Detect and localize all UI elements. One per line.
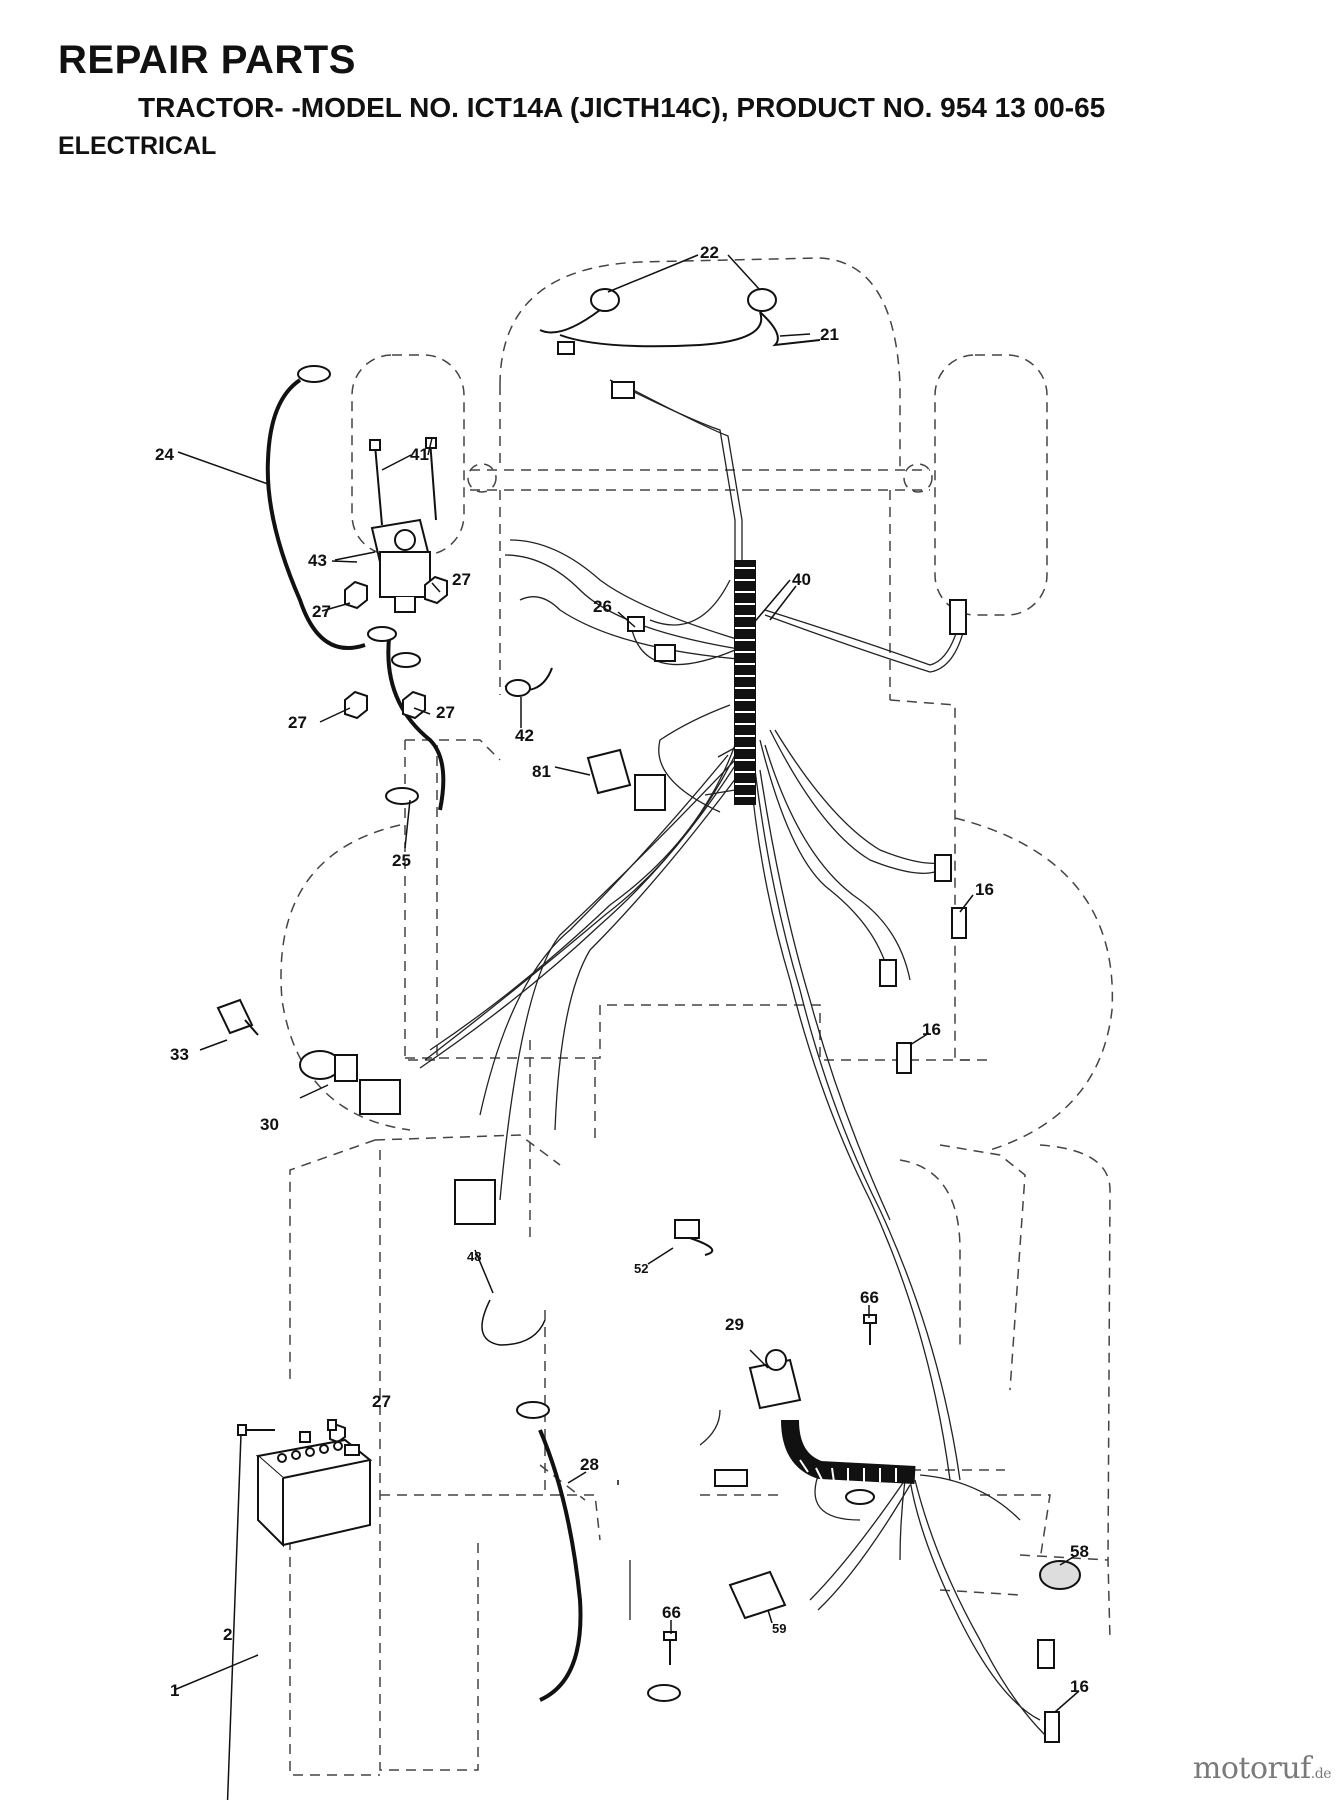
harness-loom-lower	[781, 1419, 916, 1484]
callout-52: 52	[634, 1261, 648, 1276]
callout-40: 40	[792, 570, 811, 589]
callout-27d: 27	[436, 703, 455, 722]
watermark-logo: motoruf.de	[1192, 1751, 1332, 1786]
callout-43: 43	[308, 551, 327, 570]
harness-loom-40	[734, 560, 756, 805]
callout-26: 26	[593, 597, 612, 616]
watermark-suffix: .de	[1310, 1766, 1332, 1782]
switch-58	[1039, 1560, 1081, 1590]
callout-42: 42	[515, 726, 534, 745]
callout-27e: 27	[372, 1392, 391, 1411]
callout-58: 58	[1070, 1542, 1089, 1561]
section-label: ELECTRICAL	[58, 132, 217, 160]
callout-16b: 16	[922, 1020, 941, 1039]
fuse-52	[674, 1219, 714, 1256]
callout-27c: 27	[288, 713, 307, 732]
module-29	[748, 1349, 802, 1410]
callout-33: 33	[170, 1045, 189, 1064]
callout-1: 1	[170, 1681, 179, 1700]
callout-28: 28	[580, 1455, 599, 1474]
callout-48: 48	[467, 1249, 481, 1264]
headlight-icon	[539, 288, 821, 355]
wiring-harness	[419, 379, 1046, 1736]
wire-loop-48	[481, 1299, 546, 1346]
callout-16a: 16	[975, 880, 994, 899]
callout-25: 25	[392, 851, 411, 870]
page-title: REPAIR PARTS	[58, 38, 356, 82]
callout-22: 22	[700, 243, 719, 262]
callout-27a: 27	[452, 570, 471, 589]
callout-numbers: 1 2 16 16 16 21 22 24 25 26 27 27 27 27 …	[155, 243, 1089, 1700]
hex-nuts	[329, 575, 448, 1444]
callout-29: 29	[725, 1315, 744, 1334]
callout-30: 30	[260, 1115, 279, 1134]
callout-27b: 27	[312, 602, 331, 621]
callout-59: 59	[772, 1621, 786, 1636]
connector-icon	[454, 381, 1060, 1743]
callout-16c: 16	[1070, 1677, 1089, 1696]
callout-21: 21	[820, 325, 839, 344]
watermark-brand: motoruf	[1192, 1751, 1311, 1786]
battery-icon	[255, 1431, 373, 1548]
callout-24: 24	[155, 445, 174, 464]
callout-41: 41	[410, 445, 429, 464]
ring-terminals	[297, 365, 875, 1702]
ignition-switch-icon	[299, 1050, 401, 1115]
tractor-outline	[280, 257, 1114, 1776]
relay-icon	[586, 748, 666, 811]
module-59	[728, 1570, 787, 1620]
callout-2: 2	[223, 1625, 232, 1644]
callout-81: 81	[532, 762, 551, 781]
battery-cables	[265, 378, 583, 1702]
leader-lines	[173, 254, 1080, 1800]
callout-66b: 66	[662, 1603, 681, 1622]
callout-66a: 66	[860, 1288, 879, 1307]
model-subtitle: TRACTOR- -MODEL NO. ICT14A (JICTH14C), P…	[138, 92, 1106, 123]
key-icon	[216, 998, 259, 1036]
wire-clip-42	[504, 667, 553, 697]
solenoid-icon	[370, 439, 437, 613]
